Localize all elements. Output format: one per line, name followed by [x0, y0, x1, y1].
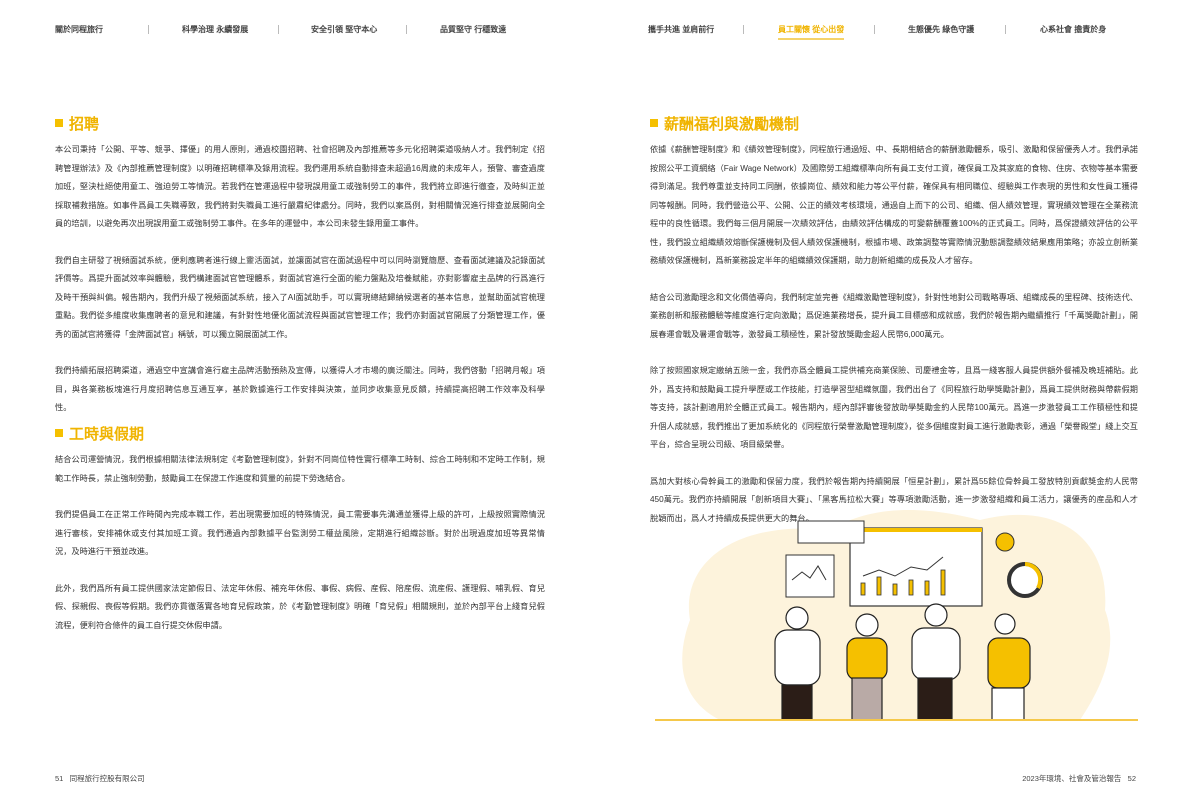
paragraph: 我們自主研發了視頻面試系統，便利應聘者進行線上靈活面試，並讓面試官在面試過程中可…: [55, 255, 545, 339]
bullet-square-icon: [55, 429, 63, 437]
section-heading: 工時與假期: [55, 423, 545, 443]
nav-item[interactable]: 關於同程旅行: [55, 25, 103, 34]
nav-divider: [874, 25, 875, 34]
nav-item[interactable]: 科學治理 永續發展: [182, 25, 249, 34]
recruitment-section: 招聘 本公司秉持「公開、平等、競爭、擇優」的用人原則，通過校園招聘、社會招聘及內…: [55, 113, 545, 418]
heading-text: 薪酬福利與激勵機制: [664, 115, 800, 133]
bullet-square-icon: [650, 119, 658, 127]
page-number: 51: [55, 774, 64, 783]
nav-divider: [278, 25, 279, 34]
section-heading: 薪酬福利與激勵機制: [650, 113, 1138, 133]
paragraph: 結合公司激勵理念和文化價值導向，我們制定並完善《組織激勵管理制度》，針對性地對公…: [650, 292, 1138, 339]
section-heading: 招聘: [55, 113, 545, 133]
nav-item[interactable]: 品質堅守 行穩致遠: [440, 25, 507, 34]
nav-item-active[interactable]: 員工關懷 從心出發: [778, 25, 845, 40]
paragraph: 本公司秉持「公開、平等、競爭、擇優」的用人原則，通過校園招聘、社會招聘及內部推薦…: [55, 145, 545, 228]
bullet-square-icon: [55, 119, 63, 127]
paragraph: 我們提倡員工在正常工作時間內完成本職工作，若出現需要加班的特殊情況，員工需要事先…: [55, 510, 545, 556]
nav-divider: [743, 25, 744, 34]
nav-item[interactable]: 攜手共進 並肩前行: [648, 25, 715, 34]
report-title: 2023年環境、社會及管治報告: [1022, 774, 1122, 783]
company-name: 同程旅行控股有限公司: [69, 774, 145, 783]
team-illustration: [682, 510, 1111, 720]
footer-left: 51 同程旅行控股有限公司: [55, 773, 145, 784]
nav-divider: [148, 25, 149, 34]
paragraph: 除了按照國家規定繳納五險一金，我們亦爲全體員工提供補充商業保險、司慶禮金等，且爲…: [650, 366, 1138, 449]
divider-line: [655, 719, 1138, 721]
compensation-section: 薪酬福利與激勵機制 依據《薪酬管理制度》和《績效管理制度》，同程旅行通過短、中、…: [650, 113, 1138, 528]
nav-item[interactable]: 安全引領 堅守本心: [311, 25, 378, 34]
heading-text: 招聘: [69, 115, 100, 133]
page-number: 52: [1127, 774, 1136, 783]
nav-item[interactable]: 心系社會 擔責於身: [1040, 25, 1107, 34]
heading-text: 工時與假期: [69, 425, 145, 443]
paragraph: 依據《薪酬管理制度》和《績效管理制度》，同程旅行通過短、中、長期相結合的薪酬激勵…: [650, 145, 1138, 265]
nav-item[interactable]: 生態優先 綠色守護: [908, 25, 975, 34]
working-hours-section: 工時與假期 結合公司運營情況，我們根據相關法律法規制定《考勤管理制度》，針對不同…: [55, 423, 545, 635]
footer-right: 2023年環境、社會及管治報告 52: [1022, 773, 1136, 784]
nav-divider: [406, 25, 407, 34]
paragraph: 結合公司運營情況，我們根據相關法律法規制定《考勤管理制度》，針對不同崗位特性實行…: [55, 455, 545, 483]
nav-divider: [1005, 25, 1006, 34]
paragraph: 爲加大對核心骨幹員工的激勵和保留力度，我們於報告期內持續開展「恒星計劃」，累計爲…: [650, 476, 1138, 523]
paragraph: 此外，我們爲所有員工提供國家法定節假日、法定年休假、補充年休假、事假、病假、産假…: [55, 583, 545, 630]
paragraph: 我們持續拓展招聘渠道，通過空中宣講會進行雇主品牌活動預熱及宣傳，以獲得人才市場的…: [55, 366, 545, 412]
